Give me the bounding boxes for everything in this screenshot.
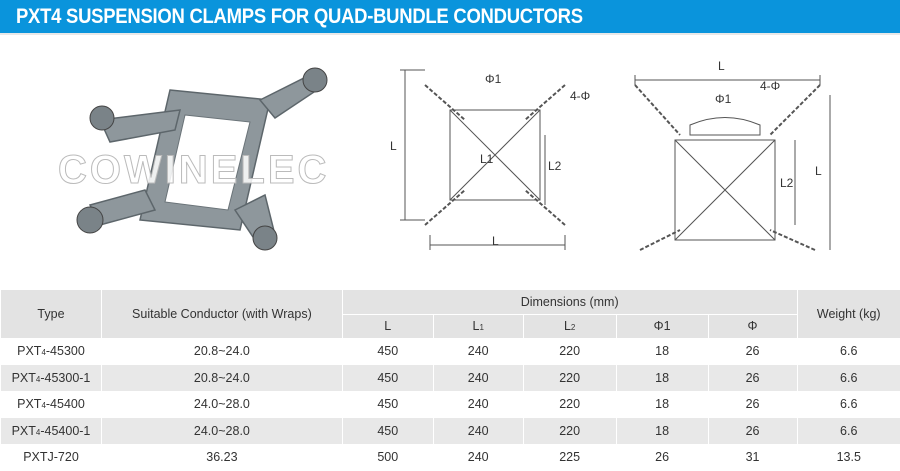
header-phi1: Φ1	[615, 313, 709, 338]
cell-L1: 240	[432, 391, 524, 418]
cell-phi: 26	[707, 364, 797, 391]
diagram2-L-top: L	[718, 59, 725, 73]
cell-L: 450	[341, 364, 434, 391]
page-title: PXT4 SUSPENSION CLAMPS FOR QUAD-BUNDLE C…	[16, 5, 583, 28]
cell-L2: 220	[522, 338, 617, 365]
header-L2: L2	[522, 313, 617, 338]
cell-phi: 26	[707, 391, 797, 418]
diagram2-L2: L2	[780, 176, 794, 190]
spec-table: Type Suitable Conductor (with Wraps) Dim…	[0, 290, 900, 471]
diagram1-4phi: 4-Φ	[570, 89, 590, 103]
cell-conductor: 24.0~28.0	[100, 391, 343, 418]
cell-L1: 240	[432, 338, 524, 365]
cell-L1: 240	[432, 444, 524, 471]
cell-phi1: 18	[615, 364, 709, 391]
header-L1: L1	[432, 313, 524, 338]
dimension-diagram-1: L Φ1 4-Φ L1 L2 L	[390, 69, 590, 250]
cell-L1: 240	[432, 417, 524, 444]
cell-conductor: 20.8~24.0	[100, 338, 343, 365]
cell-phi1: 26	[615, 444, 709, 471]
diagram2-L-right: L	[815, 164, 822, 178]
header-type: Type	[0, 290, 102, 338]
cell-L: 450	[341, 391, 434, 418]
clamp-photo	[76, 67, 328, 251]
cell-phi1: 18	[615, 338, 709, 365]
cell-phi: 31	[707, 444, 797, 471]
watermark: COWINELEC	[57, 148, 330, 193]
cell-L: 450	[341, 417, 434, 444]
header-weight: Weight (kg)	[796, 290, 900, 338]
diagram2-phi1: Φ1	[715, 92, 732, 106]
cell-L2: 220	[522, 391, 617, 418]
dimension-diagram-2: L Φ1 4-Φ L2 L	[634, 59, 831, 251]
cell-L1: 240	[432, 364, 524, 391]
cell-L2: 220	[522, 417, 617, 444]
diagram1-L-left: L	[390, 139, 397, 153]
cell-phi: 26	[707, 417, 797, 444]
cell-L2: 225	[522, 444, 617, 471]
cell-type: PXT4-45400	[0, 391, 102, 418]
cell-weight: 6.6	[796, 391, 900, 418]
cell-conductor: 36.23	[100, 444, 343, 471]
diagram1-L1: L1	[480, 152, 494, 166]
cell-type: PXT4-45300-1	[0, 364, 102, 391]
header-dimensions: Dimensions (mm)	[341, 290, 797, 314]
header-L: L	[341, 313, 434, 338]
diagram1-phi1: Φ1	[485, 72, 502, 86]
cell-type: PXTJ-720	[0, 444, 102, 471]
cell-L2: 220	[522, 364, 617, 391]
cell-type: PXT4-45300	[0, 338, 102, 365]
header-phi: Φ	[707, 313, 797, 338]
cell-weight: 6.6	[796, 338, 900, 365]
cell-phi1: 18	[615, 391, 709, 418]
cell-L: 450	[341, 338, 434, 365]
cell-weight: 6.6	[796, 417, 900, 444]
diagram1-L2: L2	[548, 159, 562, 173]
title-banner: PXT4 SUSPENSION CLAMPS FOR QUAD-BUNDLE C…	[0, 0, 900, 35]
diagram2-4phi: 4-Φ	[760, 79, 780, 93]
cell-weight: 13.5	[796, 444, 900, 471]
cell-phi: 26	[707, 338, 797, 365]
cell-phi1: 18	[615, 417, 709, 444]
cell-weight: 6.6	[796, 364, 900, 391]
cell-conductor: 20.8~24.0	[100, 364, 343, 391]
cell-conductor: 24.0~28.0	[100, 417, 343, 444]
cell-L: 500	[341, 444, 434, 471]
header-conductor: Suitable Conductor (with Wraps)	[100, 290, 343, 338]
diagram1-L-bottom: L	[492, 234, 499, 248]
cell-type: PXT4-45400-1	[0, 417, 102, 444]
